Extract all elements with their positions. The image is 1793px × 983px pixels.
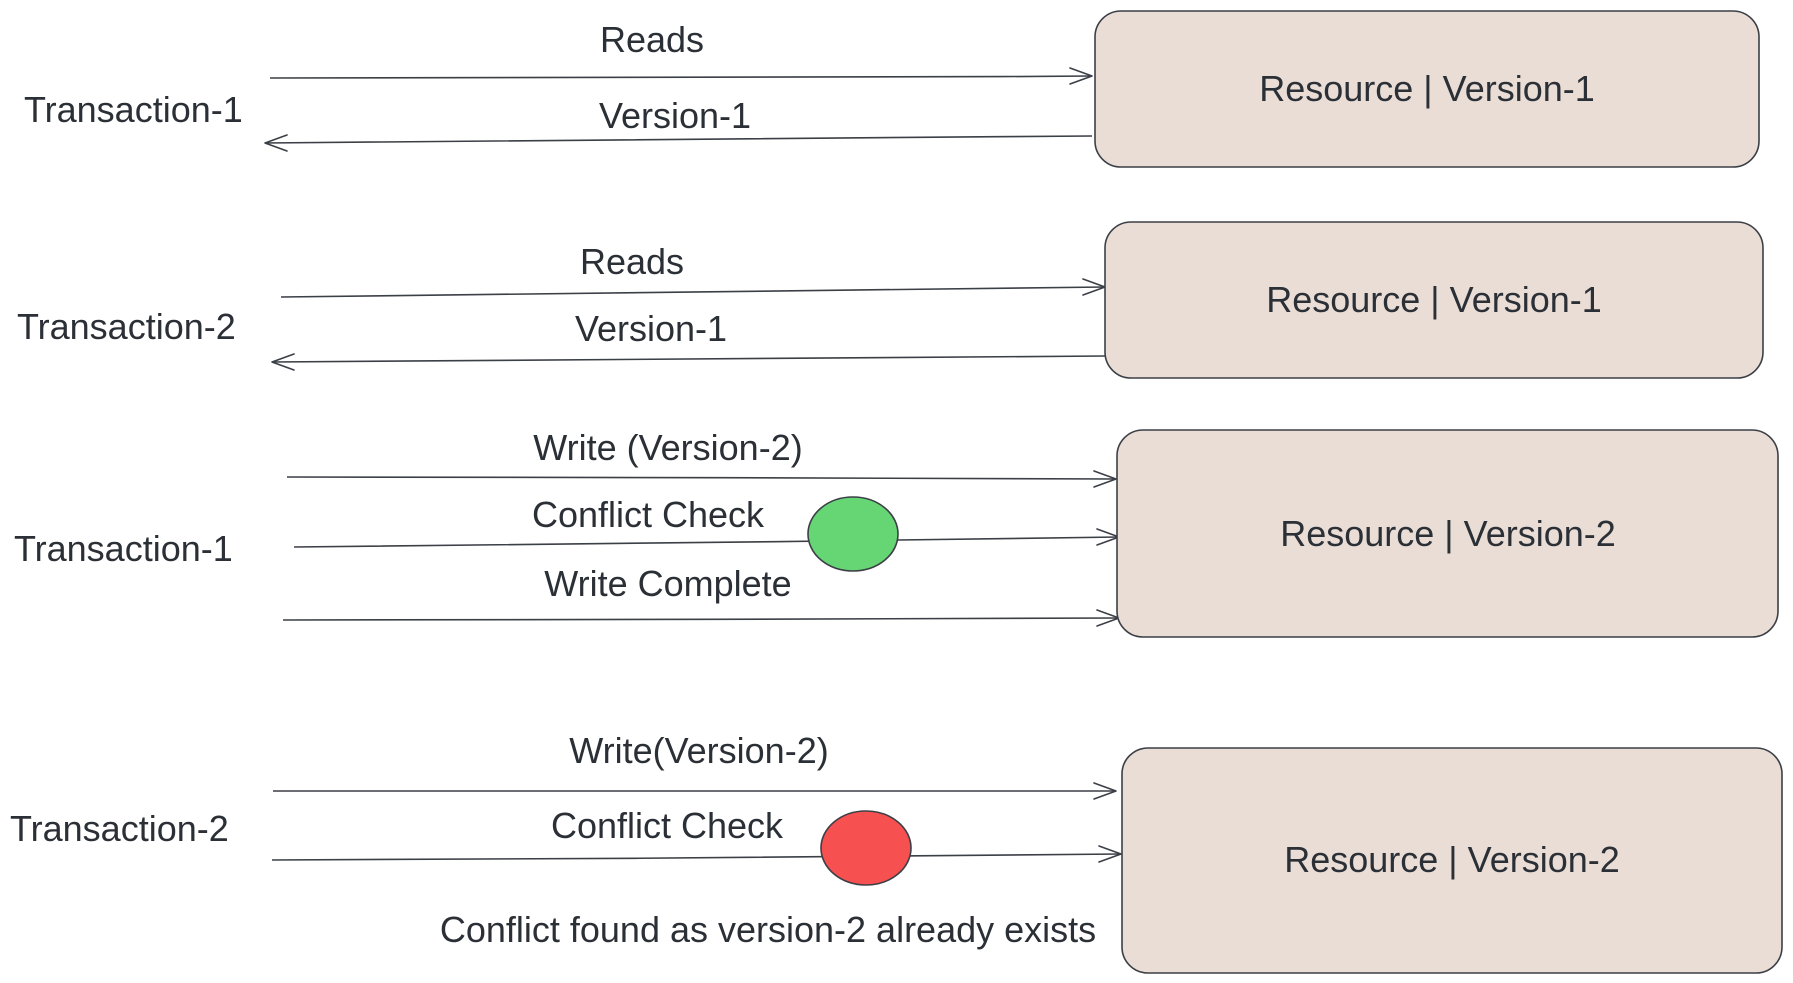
lane-3-write-complete-label: Write Complete (544, 563, 791, 604)
lane-3-conflict-check-label: Conflict Check (532, 494, 765, 535)
lane-3-check-ok-indicator (807, 496, 899, 572)
lane-3-write-complete-arrow (282, 609, 1120, 627)
lane-1-reads-arrow (269, 67, 1093, 85)
lane-2-reads-arrow (280, 278, 1106, 298)
lane-3-label: Transaction-1 (14, 528, 233, 569)
lane-2-resource-label: Resource | Version-1 (1266, 279, 1602, 320)
lane-1-label: Transaction-1 (24, 89, 243, 130)
lane-3-resource-label: Resource | Version-2 (1280, 513, 1616, 554)
lane-2-resource-box (1104, 221, 1764, 379)
lane-4: Transaction-2 Write(Version-2) Conflict … (10, 730, 1783, 974)
lane-4-conflict-check-arrow (271, 845, 1122, 863)
lane-2-version-arrow (271, 353, 1106, 371)
lane-3: Transaction-1 Write (Version-2) Conflict… (14, 427, 1779, 638)
lane-4-conflict-check-label: Conflict Check (551, 805, 784, 846)
lane-4-resource-label: Resource | Version-2 (1284, 839, 1620, 880)
lane-1-resource-box (1094, 10, 1760, 168)
lane-1-version-label: Version-1 (599, 95, 751, 136)
lane-4-resource-box (1121, 747, 1783, 974)
lane-4-check-conflict-indicator (820, 810, 912, 886)
lane-3-write-arrow (286, 470, 1117, 488)
lane-3-write-label: Write (Version-2) (533, 427, 802, 468)
lane-3-resource-box (1116, 429, 1779, 638)
lane-1: Transaction-1 Reads Version-1 Resource |… (24, 10, 1760, 168)
lane-2-version-label: Version-1 (575, 308, 727, 349)
lane-4-conflict-note: Conflict found as version-2 already exis… (440, 909, 1096, 950)
lane-4-label: Transaction-2 (10, 808, 229, 849)
lane-1-resource-label: Resource | Version-1 (1259, 68, 1595, 109)
lane-2: Transaction-2 Reads Version-1 Resource |… (17, 221, 1764, 379)
lane-1-version-arrow (264, 134, 1093, 152)
lane-4-write-arrow (272, 782, 1117, 800)
lane-2-label: Transaction-2 (17, 306, 236, 347)
lane-2-reads-label: Reads (580, 241, 684, 282)
lane-4-write-label: Write(Version-2) (569, 730, 828, 771)
lane-1-reads-label: Reads (600, 19, 704, 60)
